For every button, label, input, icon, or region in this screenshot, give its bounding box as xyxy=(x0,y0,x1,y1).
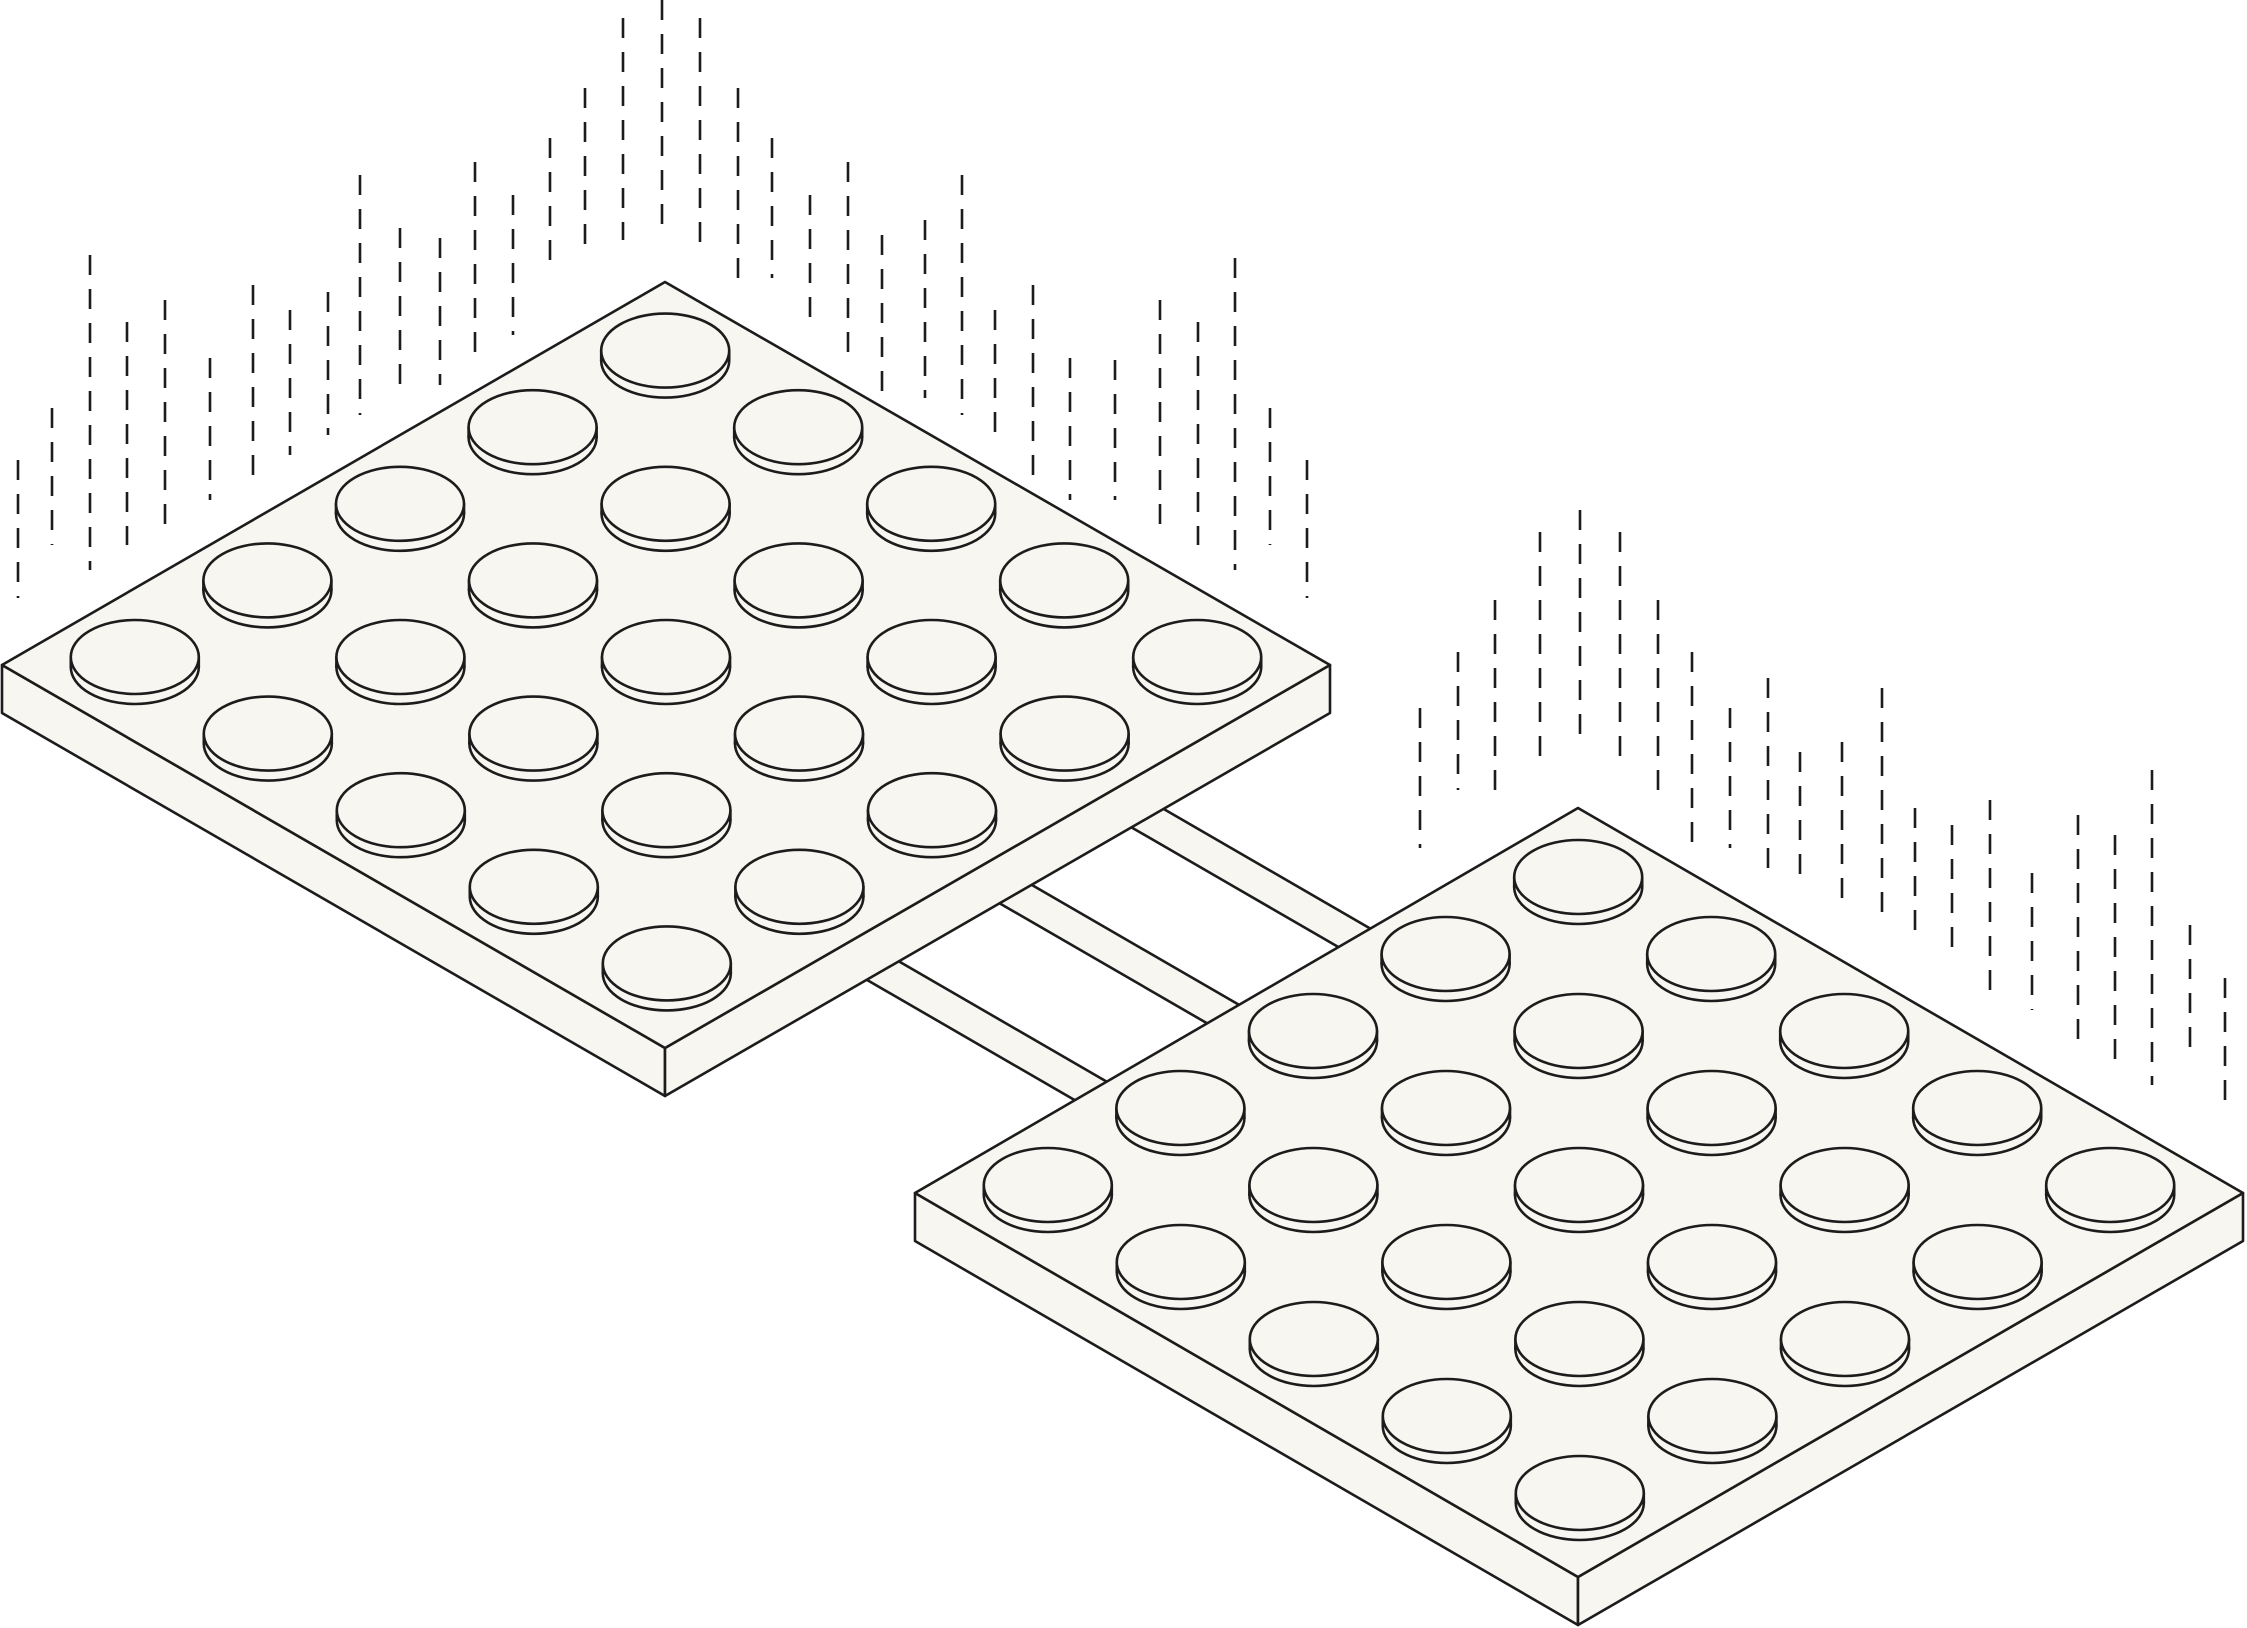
round-button xyxy=(1380,1069,1512,1157)
round-button xyxy=(600,618,732,706)
round-button xyxy=(1514,1300,1645,1388)
round-button xyxy=(982,1146,1114,1234)
round-button xyxy=(1131,618,1263,706)
round-button xyxy=(335,618,466,706)
round-button xyxy=(334,465,466,553)
round-button xyxy=(1645,915,1777,1003)
round-button xyxy=(865,465,997,553)
round-button xyxy=(467,542,599,629)
lower-right-plate xyxy=(913,806,2245,1627)
round-button xyxy=(733,542,864,629)
round-button xyxy=(1512,838,1644,926)
round-button xyxy=(732,388,864,476)
round-button xyxy=(1247,992,1379,1080)
round-button xyxy=(866,771,998,859)
round-button xyxy=(733,695,865,782)
round-button xyxy=(998,542,1130,629)
upper-left-plate xyxy=(0,280,1332,1098)
round-button xyxy=(1248,1146,1379,1234)
round-button xyxy=(335,771,467,859)
round-button xyxy=(202,542,333,629)
round-button xyxy=(69,618,201,706)
round-button xyxy=(1778,992,1910,1080)
round-button xyxy=(1779,1300,1911,1388)
round-button xyxy=(999,695,1130,782)
round-button xyxy=(2044,1146,2176,1234)
round-button xyxy=(1646,1223,1778,1311)
round-button xyxy=(1115,1223,1247,1311)
round-button xyxy=(601,771,732,859)
round-button xyxy=(1647,1377,1778,1465)
round-button xyxy=(468,695,599,782)
round-button xyxy=(1779,1146,1910,1234)
round-button xyxy=(1248,1300,1380,1388)
round-button xyxy=(467,388,598,476)
round-button xyxy=(468,848,600,936)
round-button xyxy=(202,695,334,782)
round-button xyxy=(1381,1223,1512,1311)
round-button xyxy=(1513,1146,1645,1234)
round-button xyxy=(1514,1454,1646,1542)
round-button xyxy=(601,925,733,1012)
round-button xyxy=(1646,1069,1777,1157)
round-button xyxy=(1380,915,1511,1003)
round-button xyxy=(599,312,731,399)
round-button xyxy=(734,848,865,936)
round-button xyxy=(1912,1223,2043,1311)
round-button xyxy=(866,618,997,706)
round-button xyxy=(1381,1377,1513,1465)
round-button xyxy=(1513,992,1644,1080)
round-button xyxy=(600,465,731,553)
round-button xyxy=(1115,1069,1246,1157)
upper-left-signal-lines xyxy=(16,0,1309,598)
lower-right-signal-lines xyxy=(1418,510,2227,1110)
connector-rods xyxy=(850,790,1420,1140)
round-button xyxy=(1911,1069,2043,1157)
